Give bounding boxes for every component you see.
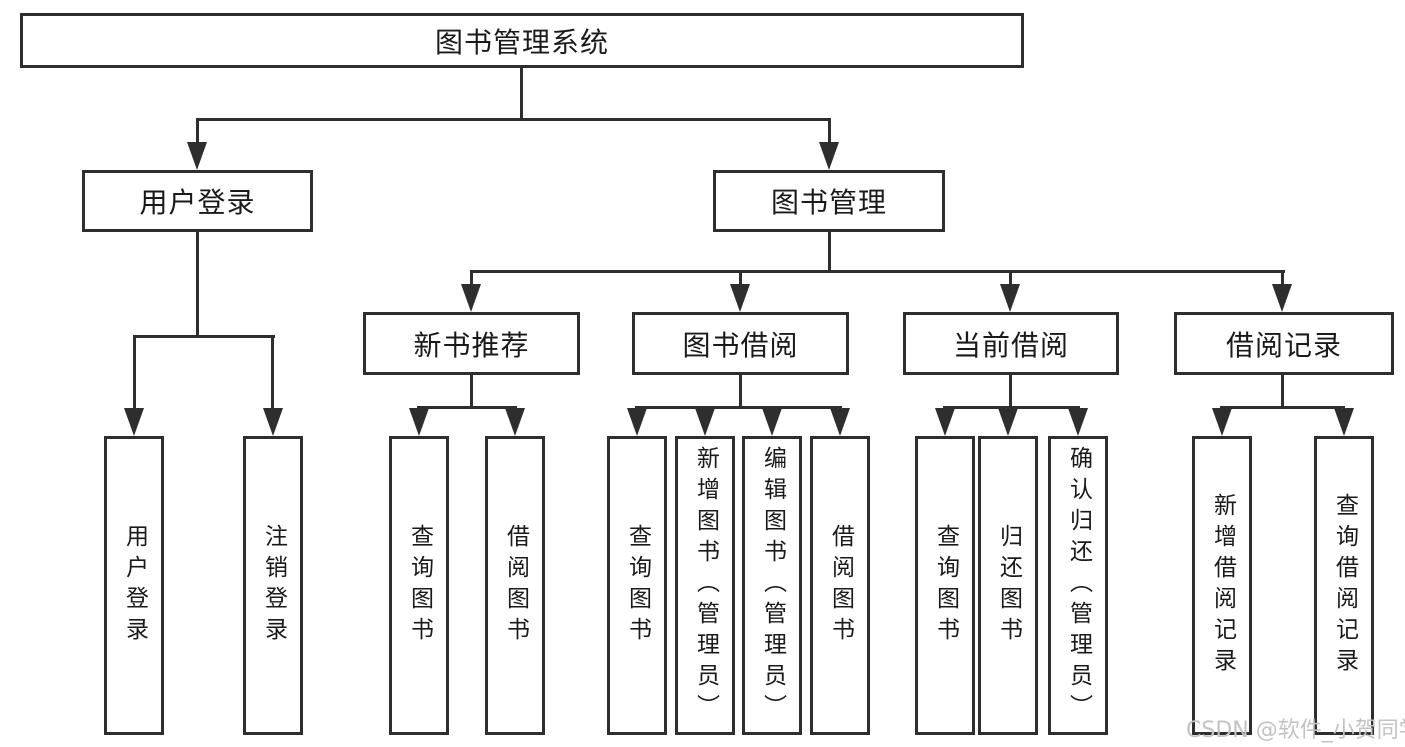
leaf-borrow-book-2-label: 借阅图书 [827, 523, 854, 648]
leaf-query-book-3: 查询图书 [915, 436, 975, 735]
leaf-query-book-3-label: 查询图书 [932, 523, 959, 648]
arrow-leaf-query-book-3 [935, 408, 955, 436]
leaf-add-book: 新增图书（管理员） [675, 436, 735, 735]
leaf-return-book-label: 归还图书 [995, 523, 1022, 648]
leaf-query-book-1-label: 查询图书 [406, 523, 433, 648]
leaf-query-record: 查询借阅记录 [1314, 436, 1374, 735]
arrow-leaf-login [124, 408, 144, 436]
connector-level2-bar [196, 118, 831, 121]
connector-drop-leaf-logout [271, 335, 274, 409]
node-user-login: 用户登录 [82, 170, 313, 232]
connector-new-book-rec-bar [417, 406, 517, 409]
connector-current-borrow-stem [1009, 375, 1012, 409]
arrow-leaf-query-book-1 [409, 408, 429, 436]
leaf-add-record-label: 新增借阅记录 [1209, 492, 1236, 679]
arrow-leaf-borrow-book-2 [830, 408, 850, 436]
arrow-leaf-logout [263, 408, 283, 436]
connector-drop-current-borrow [1009, 270, 1012, 286]
node-book-mgmt: 图书管理 [713, 170, 945, 232]
connector-drop-user-login [196, 118, 199, 145]
node-new-book-rec-label: 新书推荐 [413, 328, 530, 362]
connector-drop-borrow-records [1281, 270, 1284, 286]
arrow-leaf-confirm-return [1068, 408, 1088, 436]
node-current-borrow-label: 当前借阅 [952, 328, 1069, 362]
arrow-book-mgmt [819, 142, 839, 170]
arrow-leaf-add-book [695, 408, 715, 436]
node-book-borrow: 图书借阅 [632, 312, 849, 375]
leaf-confirm-return-label: 确认归还（管理员） [1065, 446, 1092, 725]
arrow-leaf-borrow-book-1 [505, 408, 525, 436]
arrow-user-login [187, 142, 207, 170]
node-user-login-label: 用户登录 [139, 186, 256, 219]
leaf-borrow-book-2: 借阅图书 [810, 436, 870, 735]
leaf-logout-label: 注销登录 [260, 523, 287, 648]
connector-drop-book-borrow [739, 270, 742, 286]
arrow-book-borrow [730, 284, 750, 312]
leaf-query-book-1: 查询图书 [389, 436, 449, 735]
node-borrow-records: 借阅记录 [1174, 312, 1394, 375]
leaf-borrow-book-1-label: 借阅图书 [502, 523, 529, 648]
arrow-leaf-add-record [1212, 408, 1232, 436]
arrow-leaf-edit-book [762, 408, 782, 436]
leaf-query-book-2-label: 查询图书 [624, 523, 651, 648]
connector-current-borrow-bar [943, 406, 1080, 409]
connector-book-borrow-stem [739, 375, 742, 409]
leaf-add-record: 新增借阅记录 [1192, 436, 1252, 735]
arrow-new-book-rec [461, 284, 481, 312]
connector-borrow-records-stem [1281, 375, 1284, 409]
node-new-book-rec: 新书推荐 [363, 312, 580, 375]
leaf-query-record-label: 查询借阅记录 [1331, 492, 1358, 679]
arrow-leaf-query-record [1334, 408, 1354, 436]
node-borrow-records-label: 借阅记录 [1225, 328, 1342, 362]
leaf-query-book-2: 查询图书 [607, 436, 667, 735]
leaf-edit-book: 编辑图书（管理员） [742, 436, 802, 735]
leaf-user-login: 用户登录 [104, 436, 164, 735]
connector-root-stem [520, 68, 523, 121]
arrow-leaf-return-book [998, 408, 1018, 436]
connector-book-borrow-bar [635, 406, 842, 409]
leaf-user-login-label: 用户登录 [121, 523, 148, 648]
connector-user-login-bar [133, 335, 275, 338]
leaf-confirm-return: 确认归还（管理员） [1048, 436, 1108, 735]
node-book-borrow-label: 图书借阅 [682, 328, 799, 362]
connector-drop-leaf-login [133, 335, 136, 409]
node-root-label: 图书管理系统 [434, 25, 609, 59]
connector-drop-new-book-rec [470, 270, 473, 286]
arrow-leaf-query-book-2 [627, 408, 647, 436]
leaf-return-book: 归还图书 [978, 436, 1038, 735]
connector-drop-book-mgmt [828, 118, 831, 145]
leaf-borrow-book-1: 借阅图书 [485, 436, 545, 735]
node-root: 图书管理系统 [20, 13, 1024, 68]
node-current-borrow: 当前借阅 [903, 312, 1119, 375]
arrow-current-borrow [1000, 284, 1020, 312]
arrow-borrow-records [1272, 284, 1292, 312]
connector-user-login-stem [196, 232, 199, 338]
leaf-add-book-label: 新增图书（管理员） [692, 446, 719, 725]
connector-borrow-records-bar [1220, 406, 1345, 409]
csdn-watermark: CSDN @软件_小贺同学 [1186, 718, 1405, 743]
connector-book-mgmt-stem [828, 232, 831, 272]
leaf-edit-book-label: 编辑图书（管理员） [759, 446, 786, 725]
connector-level3-bar [470, 270, 1285, 273]
leaf-logout: 注销登录 [243, 436, 303, 735]
node-book-mgmt-label: 图书管理 [770, 186, 887, 219]
connector-new-book-rec-stem [470, 375, 473, 409]
